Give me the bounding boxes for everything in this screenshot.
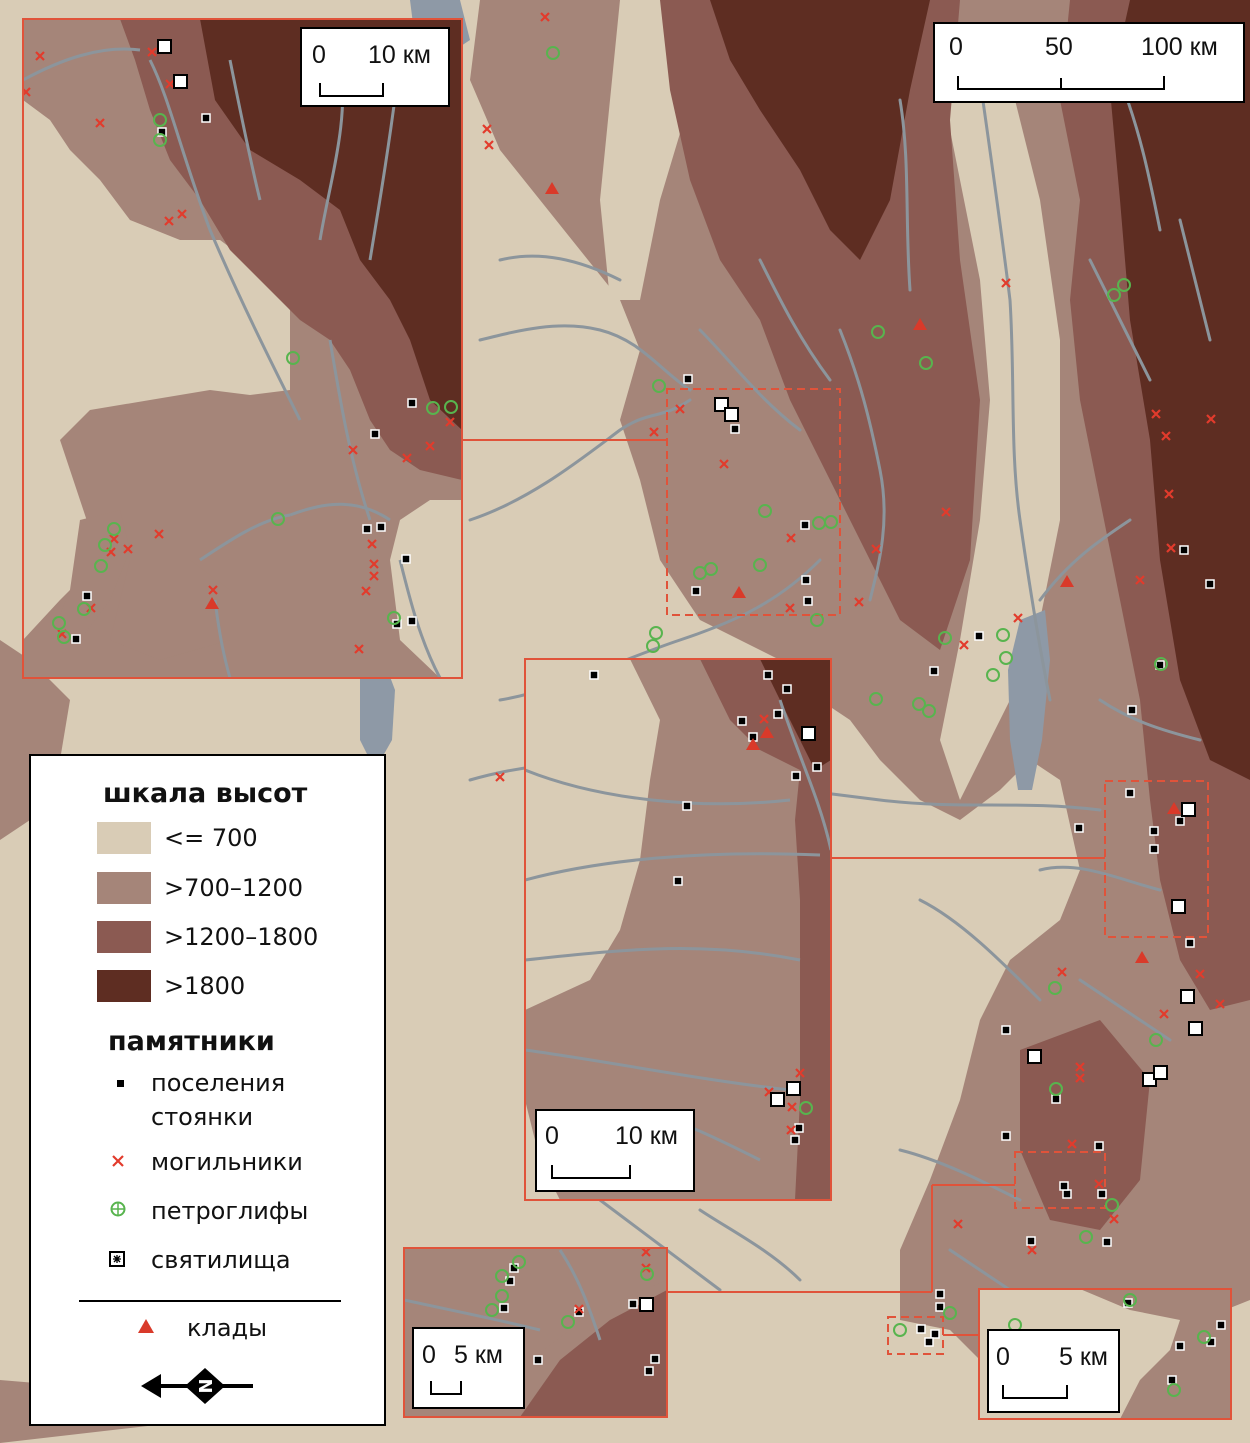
scale-inset-center: 0 10 км	[535, 1109, 695, 1192]
scale-inset-nw: 0 10 км	[300, 27, 450, 107]
scale-sw-bar	[430, 1381, 462, 1395]
legend-label-700-1200: >700–1200	[164, 874, 303, 902]
legend-sites-title: памятники	[108, 1026, 275, 1057]
extent-small	[1014, 1151, 1106, 1209]
main-sanctuaries	[714, 397, 1203, 1087]
inset-connectors	[462, 439, 1105, 1336]
main-settlements	[683, 374, 1215, 1347]
legend-swatch-1200-1800	[97, 921, 151, 953]
legend-hoards-label: клады	[187, 1314, 268, 1342]
legend-elevation-title: шкала высот	[103, 778, 308, 809]
scale-inset-se: 0 5 км	[987, 1329, 1120, 1413]
scale-center-zero: 0	[545, 1122, 559, 1150]
legend-settlements-line2: стоянки	[151, 1103, 254, 1131]
north-letter: N	[196, 1378, 217, 1393]
extent-nw	[666, 388, 841, 616]
scale-main-midtick	[1060, 78, 1062, 90]
legend-settlements-line1: поселения	[151, 1069, 286, 1097]
legend-swatch-lt700	[97, 822, 151, 854]
scale-center-bar	[551, 1165, 631, 1179]
main-hoards	[545, 182, 1181, 963]
legend-hoard-icon	[138, 1319, 154, 1333]
legend-petroglyphs-label: петроглифы	[151, 1197, 309, 1225]
scale-inset-sw: 0 5 км	[412, 1327, 525, 1409]
legend-label-lt700: <= 700	[164, 824, 258, 852]
legend-label-1200-1800: >1200–1800	[164, 923, 319, 951]
legend-burial-icon	[112, 1155, 124, 1167]
legend-petroglyph-icon	[110, 1201, 126, 1217]
elevation-gt-1800	[710, 0, 1250, 780]
legend-settlement-icon	[117, 1080, 124, 1087]
legend-label-gt1800: >1800	[164, 972, 246, 1000]
scale-nw-bar	[319, 83, 384, 97]
legend-burials-label: могильники	[151, 1148, 303, 1176]
scale-center-max: 10 км	[615, 1122, 678, 1150]
legend-swatch-700-1200	[97, 872, 151, 904]
scale-main-mid: 50	[1045, 33, 1073, 61]
inset-extents	[666, 388, 1209, 1355]
legend-sanctuaries-label: святилища	[151, 1246, 291, 1274]
inset-nw	[22, 18, 463, 679]
scale-nw-max: 10 км	[368, 41, 431, 69]
extent-se	[887, 1316, 944, 1355]
scale-se-bar	[1002, 1385, 1068, 1399]
legend: шкала высот <= 700 >700–1200 >1200–1800 …	[29, 754, 386, 1426]
scale-main: 0 50 100 км	[933, 22, 1245, 103]
scale-sw-zero: 0	[422, 1341, 436, 1369]
main-burials	[482, 12, 1225, 1255]
scale-se-max: 5 км	[1059, 1343, 1108, 1371]
scale-main-zero: 0	[949, 33, 963, 61]
legend-sanctuary-icon	[109, 1251, 125, 1267]
scale-main-max: 100 км	[1141, 33, 1218, 61]
scale-nw-zero: 0	[312, 41, 326, 69]
scale-se-zero: 0	[996, 1343, 1010, 1371]
scale-sw-max: 5 км	[454, 1341, 503, 1369]
main-petroglyphs	[546, 46, 1168, 1337]
legend-swatch-gt1800	[97, 970, 151, 1002]
legend-divider	[79, 1300, 341, 1302]
north-arrow-icon: N	[141, 1368, 253, 1404]
